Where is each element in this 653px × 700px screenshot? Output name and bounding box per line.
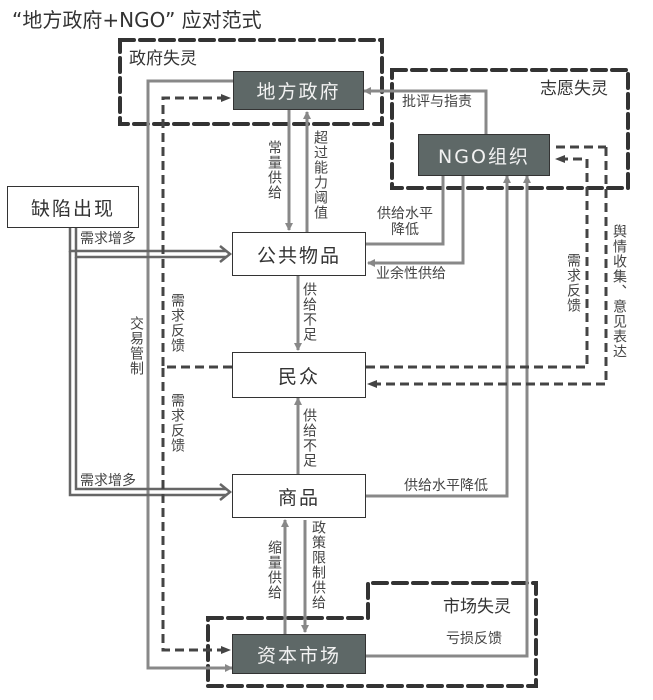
region-label-government-failure: 政府失灵: [129, 49, 197, 69]
region-label-volunteer-failure: 志愿失灵: [540, 79, 608, 99]
node-public[interactable]: 民众: [232, 352, 366, 398]
edge-criticism: [363, 87, 488, 135]
node-commodities[interactable]: 商品: [232, 474, 366, 518]
region-volunteer-failure-border: [390, 68, 630, 190]
label-trade-control: 交易管制: [128, 316, 144, 376]
label-reduced-supply: 缩量供给: [266, 540, 282, 600]
label-amateur-supply: 业余性供给: [376, 266, 446, 282]
label-public-opinion: 舆情收集、意见表达: [611, 224, 627, 359]
edge-public-opinion: [367, 147, 608, 388]
label-demand-feedback-ngo: 需求反馈: [565, 253, 581, 313]
label-regular-supply: 常量供给: [266, 140, 282, 200]
edge-loss-feedback: [366, 175, 531, 658]
edge-trade-control: [146, 79, 233, 672]
label-supply-level-down-ngo: 供给水平降低: [377, 206, 433, 239]
label-demand-increase-2: 需求增多: [80, 473, 136, 489]
label-supply-shortage-2: 供给不足: [301, 408, 317, 468]
edge-supply-level-down-ngo: [366, 176, 445, 246]
label-supply-level-down-market: 供给水平降低: [404, 478, 488, 494]
label-exceed-capacity: 超过能力阈值: [312, 130, 328, 220]
node-defect[interactable]: 缺陷出现: [7, 186, 139, 228]
label-demand-feedback-gov-1: 需求反馈: [169, 293, 185, 353]
node-local-government[interactable]: 地方政府: [233, 71, 364, 110]
label-criticism: 批评与指责: [402, 94, 472, 110]
node-capital-market[interactable]: 资本市场: [232, 634, 366, 674]
region-label-market-failure: 市场失灵: [443, 597, 511, 617]
region-government-failure-border: [118, 38, 384, 126]
diagram-title: “地方政府+NGO” 应对范式: [12, 8, 262, 32]
edge-demand-feedback-gov-2: [161, 365, 232, 654]
edge-demand-increase-2: [68, 251, 226, 497]
label-supply-shortage-1: 供给不足: [301, 282, 317, 342]
label-policy-restriction: 政策限制供给: [310, 520, 326, 610]
node-public-goods[interactable]: 公共物品: [232, 232, 366, 276]
region-market-failure-border: [206, 581, 538, 688]
edge-amateur-supply: [367, 176, 465, 267]
edge-supply-level-down-market: [366, 175, 511, 498]
edge-demand-feedback-ngo: [366, 155, 589, 369]
label-loss-feedback: 亏损反馈: [446, 631, 502, 647]
label-demand-feedback-gov-2: 需求反馈: [169, 393, 185, 453]
label-demand-increase-1: 需求增多: [80, 231, 136, 247]
node-ngo[interactable]: NGO组织: [418, 134, 550, 176]
